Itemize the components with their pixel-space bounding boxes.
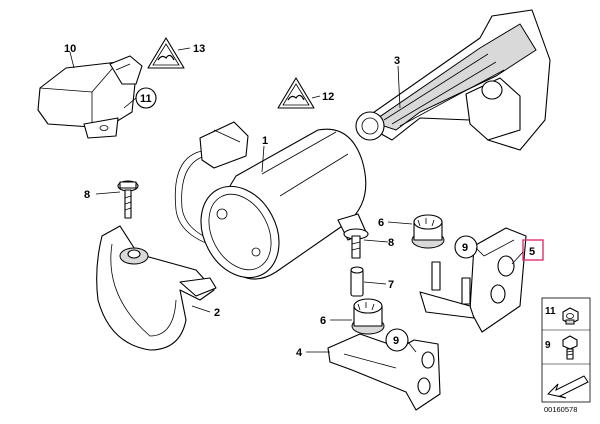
callout-6-bottom: 6 bbox=[320, 315, 326, 327]
triangle-warning-icon bbox=[147, 37, 185, 69]
highlight-box bbox=[522, 239, 544, 261]
part-12-warning-label[interactable] bbox=[277, 77, 315, 109]
bolt-icon bbox=[562, 335, 578, 360]
callout-labels: 10 13 11 3 12 1 8 6 8 9 5 7 2 6 9 4 bbox=[64, 43, 535, 359]
hex-nut-icon bbox=[562, 307, 579, 325]
document-number: 00160578 bbox=[544, 405, 577, 414]
callout-4: 4 bbox=[296, 347, 303, 359]
legend-label-11: 11 bbox=[545, 306, 556, 317]
part-9-callout-circle-bottom bbox=[385, 328, 409, 352]
callout-7: 7 bbox=[388, 279, 394, 291]
callout-8-left: 8 bbox=[84, 189, 90, 201]
legend-panel: 11 9 bbox=[541, 297, 591, 403]
callout-10: 10 bbox=[64, 43, 76, 55]
part-4-bracket[interactable] bbox=[327, 333, 441, 411]
part-2-clamp-strap[interactable] bbox=[96, 225, 217, 351]
part-10-sensor[interactable] bbox=[37, 55, 143, 139]
part-13-warning-label[interactable] bbox=[147, 37, 185, 69]
part-6-rubber-mount-top[interactable] bbox=[411, 214, 445, 249]
callout-6-top: 6 bbox=[378, 217, 384, 229]
part-8-bolt-right[interactable] bbox=[343, 228, 369, 259]
part-6-rubber-mount-bottom[interactable] bbox=[351, 298, 385, 335]
callout-8-right: 8 bbox=[388, 237, 394, 249]
part-3-bracket-arm[interactable] bbox=[355, 9, 551, 151]
callout-1: 1 bbox=[262, 135, 268, 147]
leader-lines bbox=[69, 47, 524, 353]
callout-13: 13 bbox=[193, 43, 205, 55]
arrow-icon bbox=[547, 375, 589, 399]
callout-5: 5 bbox=[529, 246, 535, 258]
callout-12: 12 bbox=[322, 91, 334, 103]
part-8-bolt-left[interactable] bbox=[117, 180, 139, 219]
part-7-spacer-sleeve[interactable] bbox=[350, 266, 364, 297]
callout-2: 2 bbox=[214, 307, 220, 319]
part-1-pump-motor[interactable] bbox=[174, 121, 367, 291]
part-5-bracket[interactable] bbox=[419, 227, 527, 333]
callout-9-top: 9 bbox=[462, 242, 468, 254]
callout-9-bottom: 9 bbox=[393, 335, 399, 347]
callout-11: 11 bbox=[140, 93, 152, 105]
part-9-callout-circle-top bbox=[454, 235, 478, 259]
triangle-warning-icon bbox=[277, 77, 315, 109]
callout-3: 3 bbox=[394, 55, 400, 67]
legend-label-9: 9 bbox=[545, 340, 551, 351]
